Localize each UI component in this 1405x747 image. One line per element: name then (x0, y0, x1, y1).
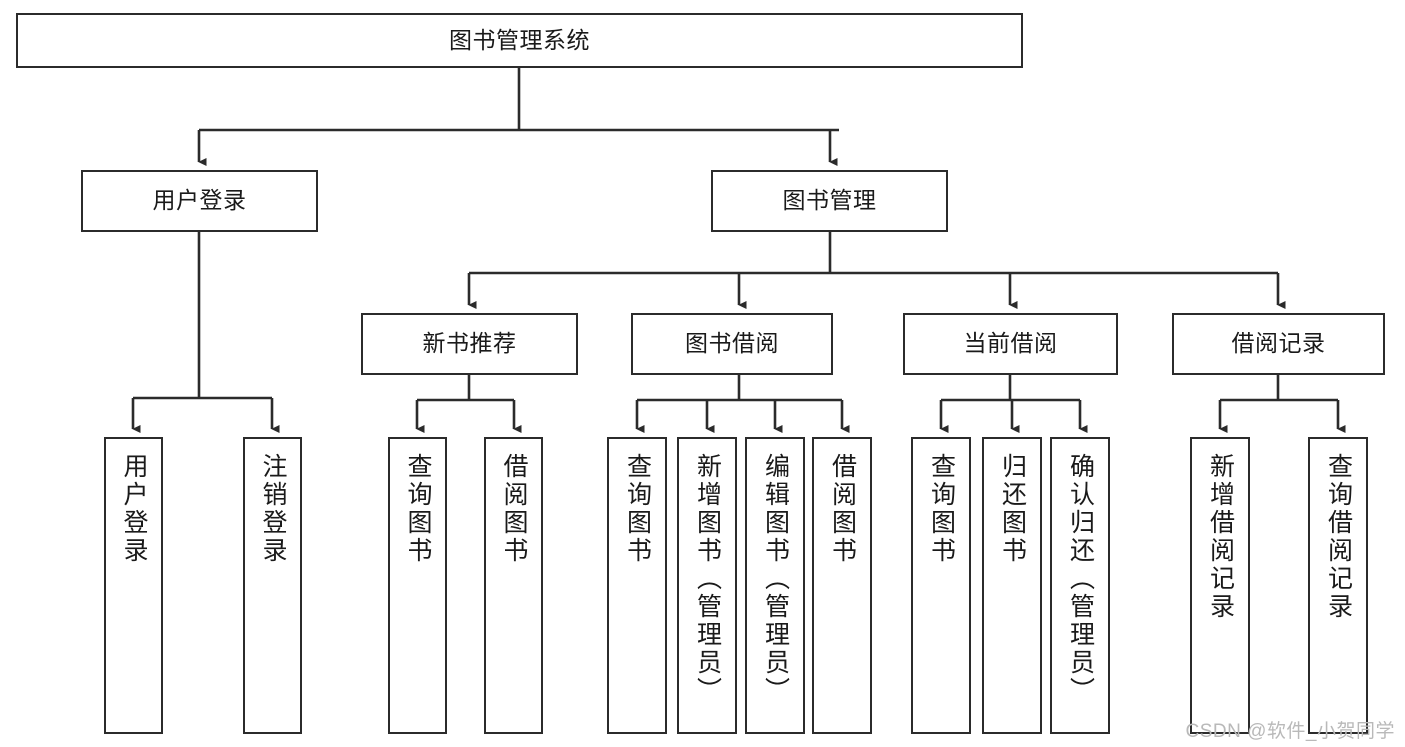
node-current-borrow[interactable]: 当前借阅 (903, 313, 1118, 375)
node-leaf-confirm-return-label: 确认归还（管理员） (1066, 453, 1095, 705)
node-leaf-query-book-rec[interactable]: 查询图书 (388, 437, 447, 734)
node-leaf-query-book-borrow-label: 查询图书 (623, 453, 652, 565)
node-user-login[interactable]: 用户登录 (81, 170, 318, 232)
node-leaf-query-record[interactable]: 查询借阅记录 (1308, 437, 1368, 734)
node-leaf-logout-label: 注销登录 (259, 453, 287, 565)
node-leaf-query-book-rec-label: 查询图书 (404, 453, 432, 565)
node-new-book-rec-label: 新书推荐 (422, 330, 517, 357)
node-book-borrow-label: 图书借阅 (685, 330, 779, 357)
node-leaf-return-book[interactable]: 归还图书 (982, 437, 1042, 734)
node-leaf-edit-book[interactable]: 编辑图书（管理员） (745, 437, 805, 734)
node-book-manage-label: 图书管理 (782, 187, 877, 214)
node-leaf-logout[interactable]: 注销登录 (243, 437, 302, 734)
node-leaf-add-book[interactable]: 新增图书（管理员） (677, 437, 737, 734)
node-leaf-borrow-book[interactable]: 借阅图书 (812, 437, 872, 734)
node-leaf-borrow-book-label: 借阅图书 (828, 453, 857, 565)
node-book-borrow[interactable]: 图书借阅 (631, 313, 833, 375)
node-leaf-edit-book-label: 编辑图书（管理员） (761, 453, 790, 705)
node-user-login-label: 用户登录 (152, 187, 247, 214)
node-root[interactable]: 图书管理系统 (16, 13, 1023, 68)
node-leaf-add-book-label: 新增图书（管理员） (693, 453, 722, 705)
node-leaf-query-book-cur-label: 查询图书 (927, 453, 956, 565)
node-leaf-user-login[interactable]: 用户登录 (104, 437, 163, 734)
watermark-text: CSDN @软件_小贺同学 (1185, 721, 1395, 742)
node-leaf-query-book-borrow[interactable]: 查询图书 (607, 437, 667, 734)
node-leaf-query-record-label: 查询借阅记录 (1324, 453, 1353, 621)
node-borrow-record-label: 借阅记录 (1231, 330, 1326, 357)
node-leaf-user-login-label: 用户登录 (120, 453, 148, 565)
node-leaf-confirm-return[interactable]: 确认归还（管理员） (1050, 437, 1110, 734)
node-root-label: 图书管理系统 (449, 26, 590, 53)
node-book-manage[interactable]: 图书管理 (711, 170, 948, 232)
node-leaf-query-book-cur[interactable]: 查询图书 (911, 437, 971, 734)
node-leaf-add-record-label: 新增借阅记录 (1206, 453, 1235, 621)
node-borrow-record[interactable]: 借阅记录 (1172, 313, 1385, 375)
node-leaf-return-book-label: 归还图书 (998, 453, 1027, 565)
node-leaf-borrow-book-rec[interactable]: 借阅图书 (484, 437, 543, 734)
node-leaf-borrow-book-rec-label: 借阅图书 (500, 453, 528, 565)
node-leaf-add-record[interactable]: 新增借阅记录 (1190, 437, 1250, 734)
node-current-borrow-label: 当前借阅 (963, 330, 1058, 357)
node-new-book-rec[interactable]: 新书推荐 (361, 313, 578, 375)
